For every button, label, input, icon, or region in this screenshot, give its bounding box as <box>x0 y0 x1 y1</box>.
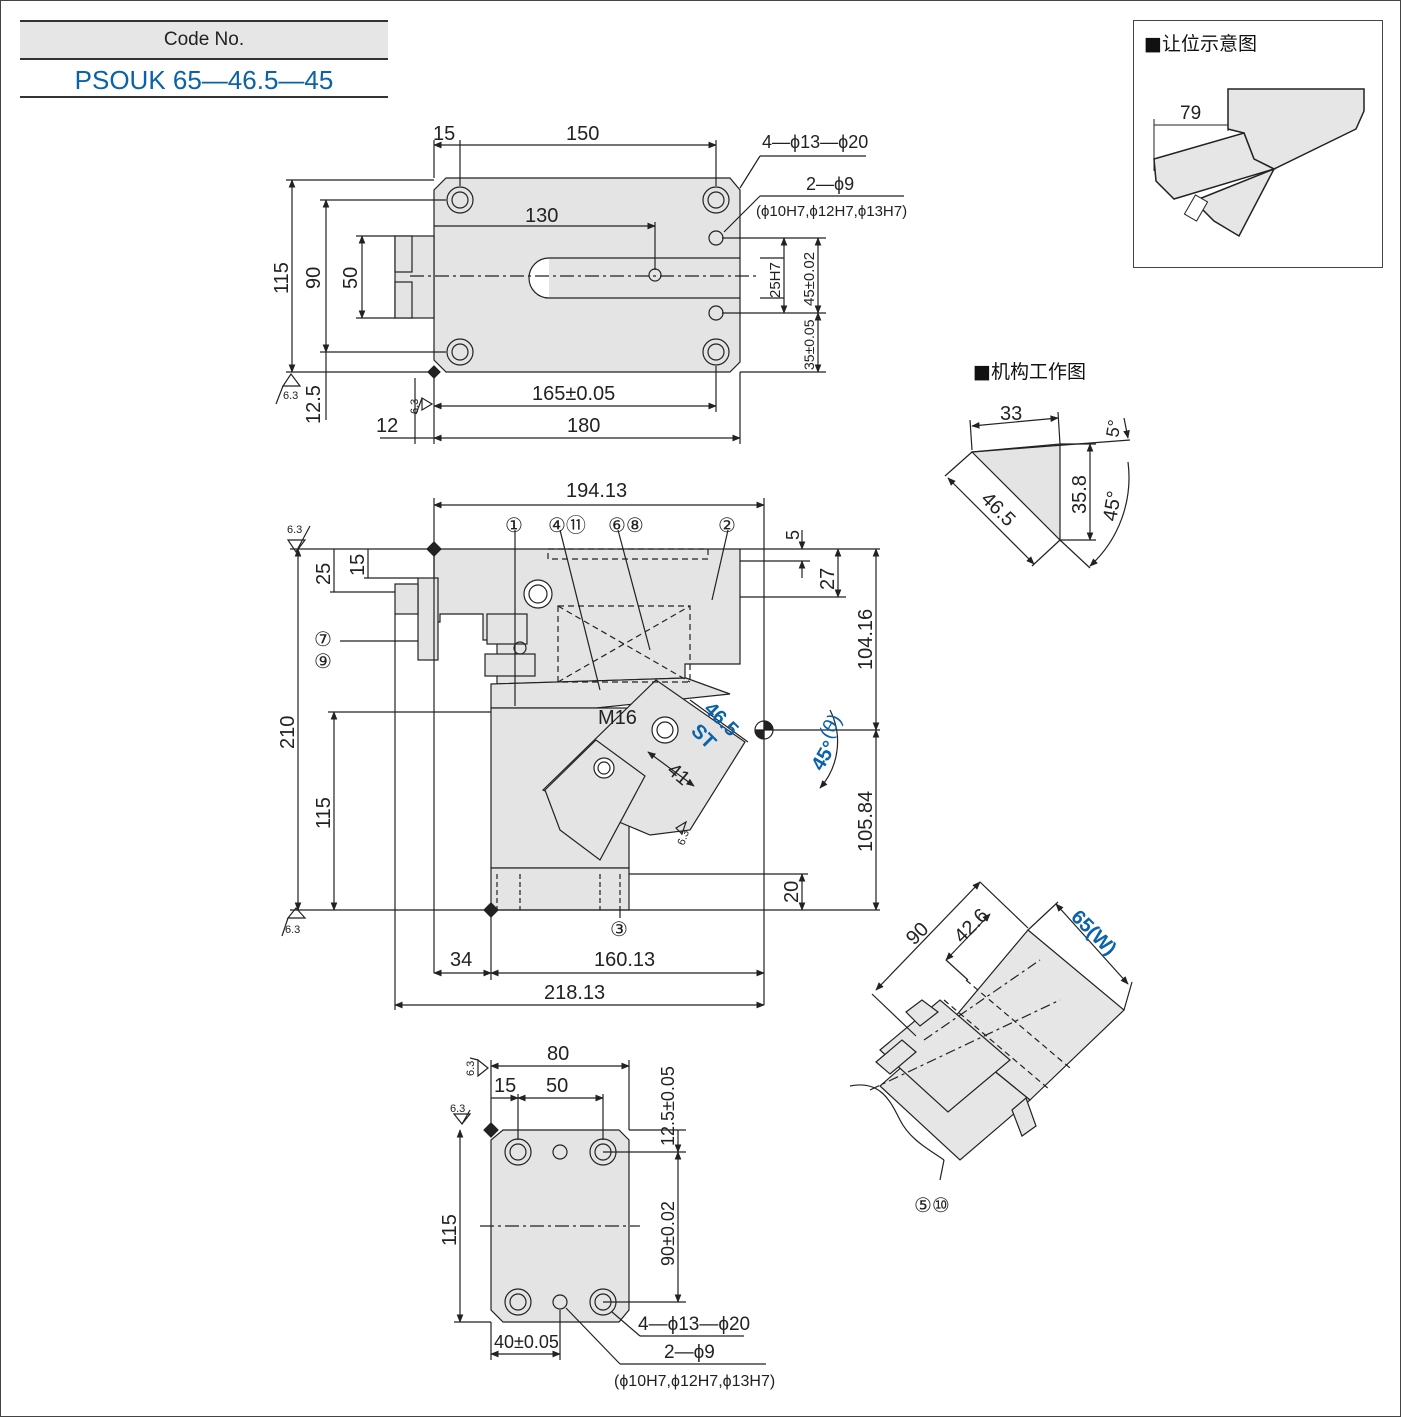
top-dim-165: 165±0.05 <box>532 383 615 405</box>
bottom-pins-callout: 2—ϕ9 <box>664 1342 715 1363</box>
top-dim-130: 130 <box>525 205 558 227</box>
mech-dim-35-8: 35.8 <box>1069 475 1091 514</box>
front-dim-20: 20 <box>781 881 803 903</box>
front-theta: (θ) <box>815 710 846 742</box>
front-view <box>281 498 880 1010</box>
mech-angle-45: 45° <box>1099 489 1126 523</box>
top-dim-12: 12 <box>376 415 398 437</box>
bottom-dim-40: 40±0.05 <box>494 1332 559 1352</box>
top-pins-fit: (ϕ10H7,ϕ12H7,ϕ13H7) <box>756 203 907 220</box>
bottom-dim-12-5: 12.5±0.05 <box>658 1066 678 1146</box>
front-dim-27: 27 <box>817 568 839 590</box>
top-dim-12-5: 12.5 <box>303 385 325 424</box>
bottom-roughness-1: 6.3 <box>465 1061 477 1076</box>
inset-title: ■让位示意图 <box>1144 33 1257 55</box>
part-2: ② <box>718 515 736 537</box>
bottom-view <box>452 1057 766 1365</box>
inset-dim-79: 79 <box>1180 103 1201 124</box>
top-dim-45: 45±0.02 <box>801 252 818 306</box>
top-dim-15: 15 <box>433 123 455 145</box>
bottom-dim-15: 15 <box>494 1075 516 1097</box>
top-pins-callout: 2—ϕ9 <box>806 174 854 194</box>
front-dim-25: 25 <box>313 563 335 585</box>
front-dim-115: 115 <box>313 797 335 829</box>
mech-dim-46-5: 46.5 <box>976 488 1019 531</box>
front-roughness-1: 6.3 <box>287 524 302 536</box>
front-dim-15: 15 <box>347 554 369 576</box>
front-m16: M16 <box>598 707 637 729</box>
top-dim-180: 180 <box>567 415 600 437</box>
top-roughness-2: 6.3 <box>409 399 421 414</box>
bottom-dim-80: 80 <box>547 1043 569 1065</box>
bottom-pins-fit: (ϕ10H7,ϕ12H7,ϕ13H7) <box>614 1373 775 1390</box>
front-dim-210: 210 <box>277 716 299 749</box>
part-9: ⑨ <box>314 651 332 673</box>
bottom-dim-90: 90±0.02 <box>658 1201 678 1266</box>
top-roughness-1: 6.3 <box>283 390 298 402</box>
front-dim-194: 194.13 <box>566 480 627 502</box>
part-5-10: ⑤⑩ <box>914 1195 950 1217</box>
part-7: ⑦ <box>314 629 332 651</box>
bottom-dim-115: 115 <box>439 1214 461 1246</box>
front-dim-160: 160.13 <box>594 949 655 971</box>
clearance-sketch: 79 <box>1153 88 1365 238</box>
code-number-box: Code No. PSOUK 65—46.5—45 <box>20 20 388 98</box>
iso-dim-42-6: 42.6 <box>950 904 993 947</box>
top-dim-50: 50 <box>340 267 362 289</box>
mech-dim-33: 33 <box>1000 403 1022 425</box>
front-roughness-2: 6.3 <box>285 924 300 936</box>
front-dim-5: 5 <box>783 530 803 540</box>
top-dim-115: 115 <box>271 262 293 294</box>
top-dim-90: 90 <box>303 267 325 289</box>
clearance-inset: ■让位示意图 79 <box>1133 20 1383 268</box>
front-dim-105: 105.84 <box>855 791 877 852</box>
front-view-labels: 194.13 5 27 104.16 105.84 20 25 15 210 1… <box>277 480 877 1004</box>
top-view <box>275 140 904 444</box>
bottom-holes-callout: 4—ϕ13—ϕ20 <box>638 1314 750 1335</box>
part-4-11: ④⑪ <box>548 514 586 537</box>
iso-view <box>849 881 1133 1181</box>
iso-dim-90: 90 <box>902 918 933 949</box>
part-6-8: ⑥⑧ <box>608 515 644 537</box>
front-dim-34: 34 <box>450 949 472 971</box>
mechanism-title: ■机构工作图 <box>973 361 1086 383</box>
code-value: PSOUK 65—46.5—45 <box>20 60 388 98</box>
front-dim-104: 104.16 <box>855 609 877 670</box>
mechanism-diagram <box>944 411 1131 569</box>
top-view-labels: 15 150 130 115 90 50 12.5 12 165±0.05 18… <box>271 123 907 437</box>
top-dim-35: 35±0.05 <box>801 319 817 370</box>
front-dim-218: 218.13 <box>544 982 605 1004</box>
top-dim-150: 150 <box>566 123 599 145</box>
iso-dim-width: 65(W) <box>1066 906 1120 960</box>
top-dim-25h7: 25H7 <box>767 262 784 298</box>
bottom-view-labels: 80 15 50 12.5±0.05 115 90±0.02 40±0.05 4… <box>439 1043 775 1390</box>
front-angle: 45° <box>807 737 841 774</box>
bottom-dim-50: 50 <box>546 1075 568 1097</box>
part-3: ③ <box>610 919 628 941</box>
code-header: Code No. <box>20 20 388 60</box>
front-roughness-3: 6.3 <box>676 829 693 847</box>
top-holes-callout: 4—ϕ13—ϕ20 <box>762 132 868 152</box>
part-1: ① <box>505 515 523 537</box>
mech-angle-5: 5° <box>1102 418 1125 438</box>
bottom-roughness-2: 6.3 <box>450 1103 465 1115</box>
